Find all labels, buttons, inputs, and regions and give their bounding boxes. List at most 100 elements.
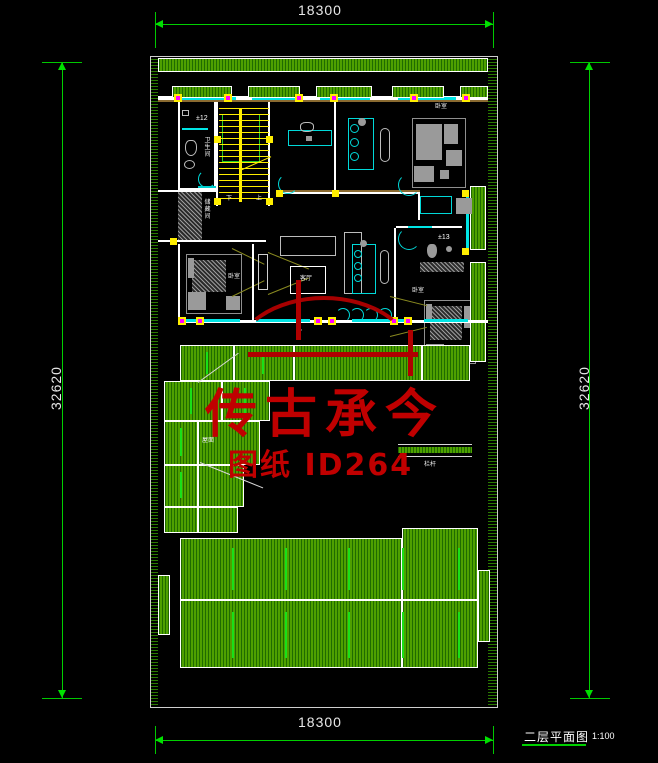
wall-bath-right bbox=[214, 102, 216, 190]
stair-flight bbox=[219, 108, 269, 202]
column-mid1 bbox=[276, 190, 283, 197]
bed-ne-decor bbox=[440, 170, 449, 179]
column-stair-r bbox=[266, 136, 273, 143]
sofa-main bbox=[280, 236, 336, 256]
dimension-bottom-witness-left bbox=[155, 726, 156, 754]
wall-mid-partition bbox=[252, 244, 254, 322]
wall-bedmidleft bbox=[178, 244, 180, 322]
label-stair-down: 下 bbox=[226, 196, 233, 202]
dimension-top-witness-right bbox=[493, 12, 494, 38]
building-outline bbox=[150, 56, 498, 708]
lower-slope-2 bbox=[285, 548, 287, 590]
wall-mid-vertical bbox=[334, 102, 336, 194]
watermark-main: 传古承今 bbox=[205, 385, 446, 445]
lower-slope-5 bbox=[458, 548, 460, 590]
slope-arrow-4 bbox=[244, 388, 246, 414]
watermark-sub: 图纸 ID264 bbox=[228, 448, 414, 483]
door-right-arc bbox=[398, 174, 420, 196]
railing-leader-top bbox=[398, 444, 472, 445]
column-e2 bbox=[462, 248, 469, 255]
elevation-left-bath: ±12 bbox=[196, 115, 208, 122]
drawing-scale: 1:100 bbox=[592, 731, 615, 741]
roof-panel-4 bbox=[422, 345, 470, 381]
chair-c2 bbox=[354, 262, 362, 270]
railing-leader-bottom bbox=[398, 456, 472, 457]
watermark-stroke-vert2 bbox=[408, 330, 413, 376]
wall-bath-bottom bbox=[178, 188, 216, 190]
side-roof-left bbox=[158, 575, 170, 635]
storage-hatch bbox=[178, 192, 202, 240]
column-n2-core bbox=[226, 96, 230, 100]
window-n1 bbox=[178, 97, 236, 100]
bed-mid-left-nightstand1 bbox=[188, 258, 194, 278]
label-left-bath: 卫生间 bbox=[204, 138, 211, 158]
dimension-left-arrow-top bbox=[58, 62, 66, 70]
balcony-rail-2 bbox=[248, 86, 300, 98]
bath-counter bbox=[182, 128, 208, 130]
wall-right-partition bbox=[394, 228, 396, 324]
bath-right-counter bbox=[420, 262, 464, 272]
toilet-right bbox=[427, 244, 437, 258]
bed-mid-left-outline bbox=[186, 254, 242, 314]
column-n4-core bbox=[332, 96, 336, 100]
chair-c3 bbox=[354, 274, 362, 282]
sideboard-center bbox=[380, 250, 389, 284]
drawing-title-underline bbox=[522, 744, 586, 746]
balcony-rail-3 bbox=[316, 86, 372, 98]
dimension-bottom-arrow-right bbox=[485, 736, 493, 744]
column-s6-core bbox=[406, 319, 410, 323]
stair-handrail bbox=[239, 108, 242, 202]
door-bath-leaf bbox=[198, 186, 216, 188]
drawing-title: 二层平面图 bbox=[524, 730, 590, 744]
bed-ne-mattress bbox=[416, 124, 442, 160]
dimension-right-arrow-bottom bbox=[585, 690, 593, 698]
lower-slope-4 bbox=[402, 548, 404, 590]
dimension-top-witness-left bbox=[155, 12, 156, 38]
bed-ne-pillow bbox=[444, 124, 458, 144]
bed-se-nightstand bbox=[426, 304, 432, 322]
bed-mid-left-chair bbox=[226, 296, 240, 310]
dining-lamp bbox=[358, 118, 366, 126]
desk-chair bbox=[300, 122, 314, 132]
bed-ne-nightstand bbox=[446, 150, 462, 166]
balcony-ne bbox=[470, 186, 486, 250]
lower-slope-7 bbox=[285, 612, 287, 658]
column-stair-l bbox=[214, 136, 221, 143]
lower-roof-panel-2 bbox=[402, 528, 478, 600]
sink-right bbox=[446, 246, 452, 252]
dimension-left-arrow-bottom bbox=[58, 690, 66, 698]
living-label-box bbox=[290, 266, 326, 294]
label-bed-mid: 卧室 bbox=[228, 274, 241, 280]
wall-kitchen-left bbox=[418, 194, 420, 220]
balcony-rail-1 bbox=[172, 86, 232, 98]
lower-roof-panel-4 bbox=[402, 600, 478, 668]
lower-slope-8 bbox=[348, 612, 350, 658]
slope-arrow-6 bbox=[180, 472, 182, 498]
column-mid2 bbox=[332, 190, 339, 197]
balcony-se bbox=[470, 262, 486, 362]
roof-panel-5 bbox=[164, 381, 222, 421]
column-n5-core bbox=[412, 96, 416, 100]
column-n3-core bbox=[297, 96, 301, 100]
dimension-top-tick-left bbox=[155, 38, 156, 48]
lower-slope-1 bbox=[232, 548, 234, 590]
exterior-wall-north-inner bbox=[158, 100, 488, 102]
window-s1 bbox=[182, 319, 240, 322]
wall-store-bottom bbox=[158, 240, 266, 242]
bed-mid-left-cabinet bbox=[188, 292, 206, 310]
dimension-bottom-arrow-left bbox=[155, 736, 163, 744]
bed-mid-left-mattress bbox=[192, 260, 226, 292]
bed-se-mattress bbox=[430, 306, 462, 340]
dimension-top-arrow-right bbox=[485, 20, 493, 28]
wall-mid-horizontal-inner bbox=[278, 190, 420, 192]
label-left-store: 储藏间 bbox=[204, 200, 211, 220]
dimension-right-line bbox=[589, 62, 590, 698]
closet-mid bbox=[258, 254, 268, 290]
window-s4 bbox=[424, 319, 468, 322]
dimension-bottom-value: 18300 bbox=[298, 714, 342, 730]
chair-c1 bbox=[354, 250, 362, 258]
slope-arrow-1 bbox=[206, 352, 208, 374]
window-east-1 bbox=[466, 196, 469, 252]
desk-item bbox=[306, 136, 312, 141]
